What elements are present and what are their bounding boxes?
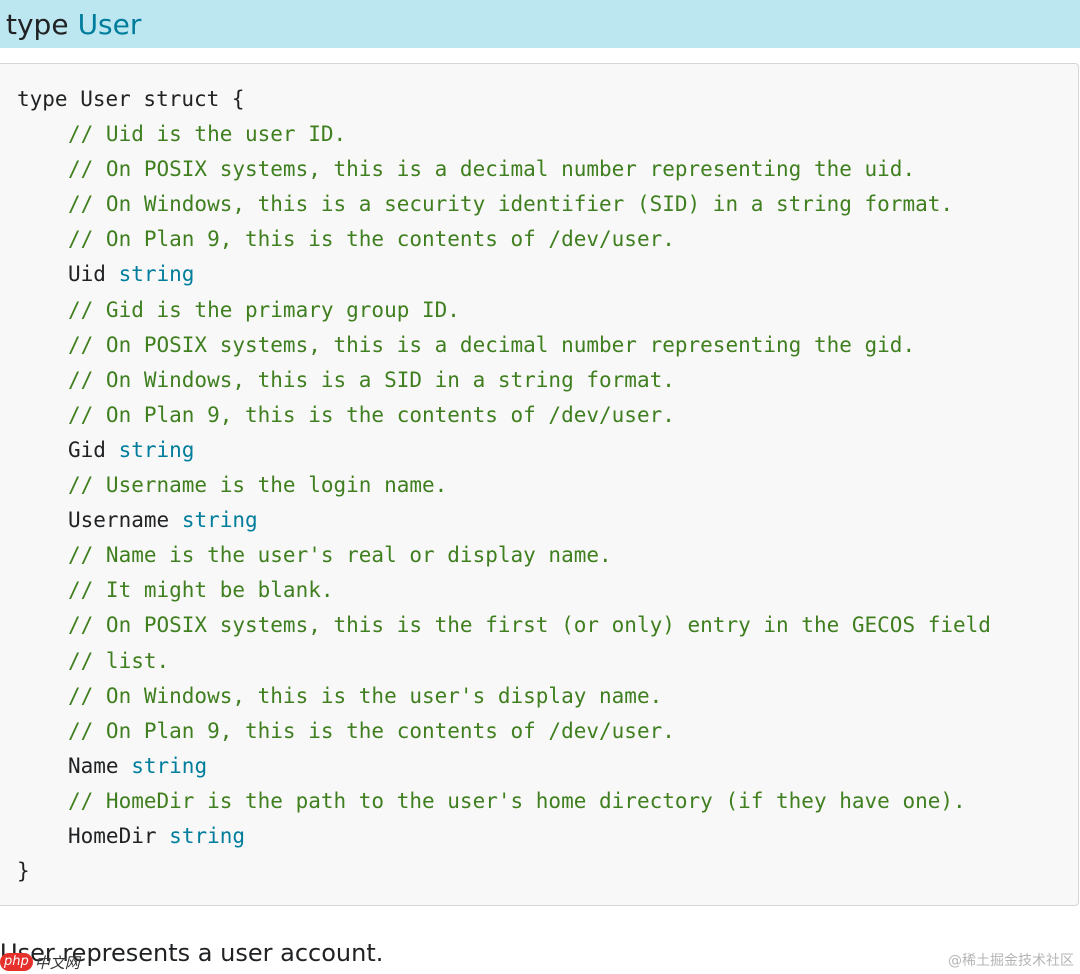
code-comment: // On Plan 9, this is the contents of /d… [68,718,675,743]
code-comment-line: // On Windows, this is a SID in a string… [17,363,991,398]
type-header: type User [0,0,1080,48]
code-field-line: Username string [17,503,991,538]
code-comment-line: // Name is the user's real or display na… [17,538,991,573]
code-comment: // On Windows, this is the user's displa… [68,683,663,708]
type-description: User represents a user account. [0,939,384,967]
code-comment: // On POSIX systems, this is a decimal n… [68,332,916,357]
code-comment: // HomeDir is the path to the user's hom… [68,788,966,813]
code-line-close: } [17,859,30,884]
code-block: type User struct { // Uid is the user ID… [0,63,1079,906]
code-comment: // Username is the login name. [68,473,448,498]
code-comment-line: // On POSIX systems, this is a decimal n… [17,152,991,187]
code-comment: // On Plan 9, this is the contents of /d… [68,402,675,427]
code-comment-line: // HomeDir is the path to the user's hom… [17,784,991,819]
code-comment: // It might be blank. [68,578,334,603]
watermark: @稀土掘金技术社区 [948,953,1074,969]
code-field-line: Uid string [17,257,991,292]
code-field-line: HomeDir string [17,819,991,854]
code-comment: // On POSIX systems, this is a decimal n… [68,157,916,182]
code-comment-line: // Username is the login name. [17,468,991,503]
code-comment-line: // On Plan 9, this is the contents of /d… [17,714,991,749]
field-name: Gid [68,437,106,462]
type-keyword: type [6,7,69,41]
logo-text: 中文网 [34,953,80,972]
code-comment: // Name is the user's real or display na… [68,543,612,568]
code-comment-line: // On Windows, this is a security identi… [17,187,991,222]
site-logo: php 中文网 [0,951,80,973]
field-type-link[interactable]: string [181,508,258,533]
code-comment-line: // It might be blank. [17,573,991,608]
field-type-link[interactable]: string [131,753,208,778]
code-comment-line: // On POSIX systems, this is the first (… [17,608,991,643]
code-comment: // On Windows, this is a security identi… [68,192,954,217]
code-comment: // On Windows, this is a SID in a string… [68,367,675,392]
code-comment: // list. [68,648,170,673]
logo-badge: php [0,953,33,971]
field-name: Name [68,753,119,778]
field-type-link[interactable]: string [169,823,246,848]
code-comment: // Gid is the primary group ID. [68,297,460,322]
type-name-link[interactable]: User [77,7,142,41]
code-comment-line: // Gid is the primary group ID. [17,293,991,328]
code-comment-line: // On Windows, this is the user's displa… [17,679,991,714]
code-listing: type User struct { // Uid is the user ID… [17,82,991,889]
code-comment: // Uid is the user ID. [68,122,347,147]
field-type-link[interactable]: string [118,437,195,462]
code-field-line: Gid string [17,433,991,468]
code-line-open: type User struct { [17,87,245,111]
field-name: Username [68,508,170,533]
code-comment-line: // On POSIX systems, this is a decimal n… [17,328,991,363]
code-comment-line: // On Plan 9, this is the contents of /d… [17,398,991,433]
code-comment-line: // On Plan 9, this is the contents of /d… [17,222,991,257]
field-name: HomeDir [68,823,157,848]
code-comment-line: // list. [17,644,991,679]
code-field-line: Name string [17,749,991,784]
field-type-link[interactable]: string [118,262,195,287]
code-comment: // On Plan 9, this is the contents of /d… [68,227,675,252]
code-comment-line: // Uid is the user ID. [17,117,991,152]
field-name: Uid [68,262,106,287]
code-comment: // On POSIX systems, this is the first (… [68,613,991,638]
